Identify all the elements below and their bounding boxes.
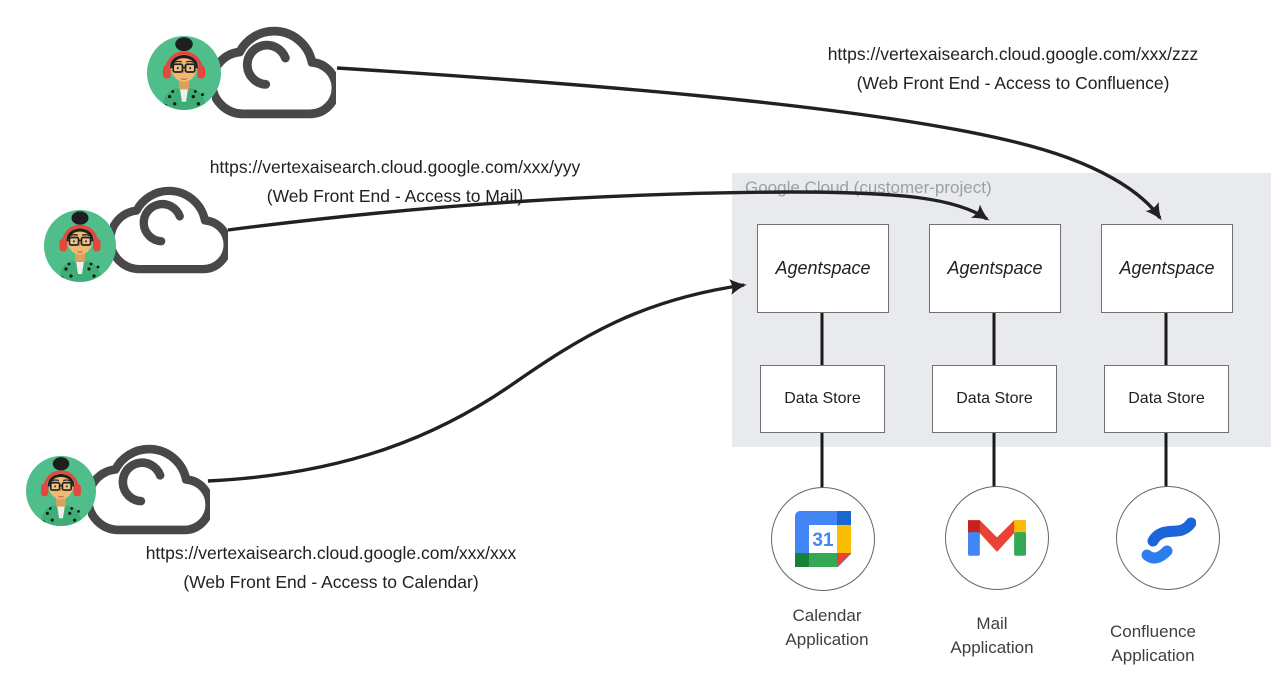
- app-label-line1: Calendar: [792, 606, 862, 625]
- url-block-confluence: https://vertexaisearch.cloud.google.com/…: [733, 40, 1282, 98]
- agentspace-box-mail: Agentspace: [929, 224, 1061, 313]
- user-avatar-icon: [147, 36, 221, 110]
- url-caption: (Web Front End - Access to Confluence): [856, 73, 1170, 93]
- calendar-app-circle: 31: [771, 487, 875, 591]
- agentspace-label: Agentspace: [1119, 258, 1215, 278]
- cloud-icon: [110, 186, 228, 274]
- app-label-line2: Application: [1111, 645, 1195, 665]
- url-text: https://vertexaisearch.cloud.google.com/…: [209, 157, 581, 177]
- url-text: https://vertexaisearch.cloud.google.com/…: [827, 44, 1199, 64]
- mail-app-label: Mail Application: [907, 612, 1077, 659]
- url-caption: (Web Front End - Access to Calendar): [183, 572, 479, 592]
- datastore-box-mail: Data Store: [932, 365, 1057, 433]
- app-label-line2: Application: [950, 637, 1034, 657]
- google-cloud-panel-title: Google Cloud (customer-project): [745, 178, 992, 197]
- app-label-line1: Mail: [976, 614, 1008, 633]
- agentspace-box-confluence: Agentspace: [1101, 224, 1233, 313]
- user-avatar-icon: [26, 456, 96, 526]
- url-text: https://vertexaisearch.cloud.google.com/…: [145, 543, 517, 563]
- gmail-icon: [968, 520, 1026, 556]
- confluence-app-circle: [1116, 486, 1220, 590]
- agentspace-label: Agentspace: [947, 258, 1043, 278]
- cloud-icon: [88, 444, 210, 535]
- cloud-icon: [212, 26, 336, 119]
- app-label-line1: Confluence: [1109, 622, 1196, 641]
- agentspace-label: Agentspace: [775, 258, 871, 278]
- datastore-box-calendar: Data Store: [760, 365, 885, 433]
- url-block-mail: https://vertexaisearch.cloud.google.com/…: [115, 153, 675, 211]
- url-caption: (Web Front End - Access to Mail): [266, 186, 524, 206]
- google-calendar-icon: 31: [795, 511, 851, 567]
- calendar-app-label: Calendar Application: [742, 604, 912, 651]
- user-avatar-icon: [44, 210, 116, 282]
- arrow-user-bottom-to-agentspace-calendar: [207, 279, 747, 483]
- datastore-label: Data Store: [956, 390, 1033, 407]
- mail-app-circle: [945, 486, 1049, 590]
- calendar-day-number: 31: [812, 530, 834, 551]
- datastore-box-confluence: Data Store: [1104, 365, 1229, 433]
- datastore-label: Data Store: [784, 390, 861, 407]
- agentspace-box-calendar: Agentspace: [757, 224, 889, 313]
- url-block-calendar: https://vertexaisearch.cloud.google.com/…: [51, 539, 611, 597]
- app-label-line2: Application: [785, 629, 869, 649]
- confluence-app-label: Confluence Application: [1068, 620, 1238, 667]
- datastore-label: Data Store: [1128, 390, 1205, 407]
- confluence-icon: [1141, 517, 1196, 564]
